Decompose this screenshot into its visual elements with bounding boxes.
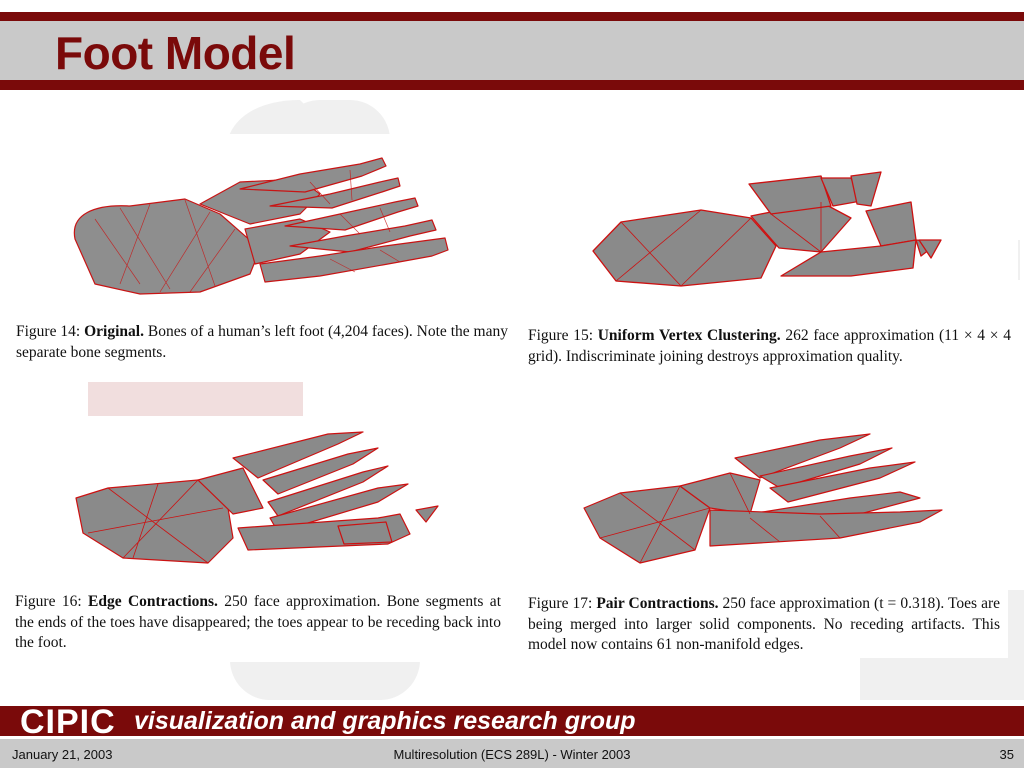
footer-page-number: 35 (999, 747, 1014, 762)
footer-course: Multiresolution (ECS 289L) - Winter 2003 (393, 747, 631, 762)
foot-bones-mesh-icon (73, 157, 449, 295)
footer-bar (0, 739, 1024, 768)
figure-17-panel: Figure 17: Pair Contractions. 250 face a… (520, 418, 1008, 658)
figure-16-text: 250 face approximation. Bone segments at… (15, 593, 501, 651)
figure-17-caption: Figure 17: Pair Contractions. 250 face a… (528, 594, 1000, 656)
pair-contracted-foot-mesh-icon (583, 433, 943, 564)
group-name: visualization and graphics research grou… (134, 707, 636, 735)
figure-16-panel: Figure 16: Edge Contractions. 250 face a… (8, 418, 505, 662)
title-band (0, 12, 1024, 90)
figure-14-number: Figure 14: (16, 323, 81, 340)
figure-17-text: 250 face approximation (t = 0.318). Toes… (528, 595, 1000, 653)
figure-15-name: Uniform Vertex Clustering. (597, 327, 781, 344)
figure-17-number: Figure 17: (528, 595, 593, 612)
brand-bar (0, 706, 1024, 736)
figure-17-name: Pair Contractions. (596, 595, 719, 612)
clustered-foot-mesh-icon (592, 171, 942, 287)
figure-16-number: Figure 16: (15, 593, 82, 610)
title-rule-bottom (0, 80, 1024, 90)
figure-15-text: 262 face approximation (11 × 4 × 4 grid)… (528, 327, 1011, 365)
edge-contracted-foot-mesh-icon (75, 431, 439, 564)
cipic-logo: CIPIC (20, 703, 116, 741)
page-title: Foot Model (55, 27, 296, 79)
title-rule-top (0, 12, 1024, 21)
footer-divider (0, 736, 1024, 739)
figure-14-name: Original. (84, 323, 144, 340)
figure-16-name: Edge Contractions. (88, 593, 218, 610)
figure-15-panel: Figure 15: Uniform Vertex Clustering. 26… (521, 156, 1018, 390)
figure-14-text: Bones of a human’s left foot (4,204 face… (16, 323, 508, 361)
figure-15-number: Figure 15: (528, 327, 593, 344)
footer-date: January 21, 2003 (12, 747, 113, 762)
figure-14-panel: Figure 14: Original. Bones of a human’s … (0, 134, 522, 382)
figure-16-caption: Figure 16: Edge Contractions. 250 face a… (15, 592, 501, 654)
figure-14-caption: Figure 14: Original. Bones of a human’s … (16, 322, 508, 363)
figure-15-caption: Figure 15: Uniform Vertex Clustering. 26… (528, 326, 1011, 367)
